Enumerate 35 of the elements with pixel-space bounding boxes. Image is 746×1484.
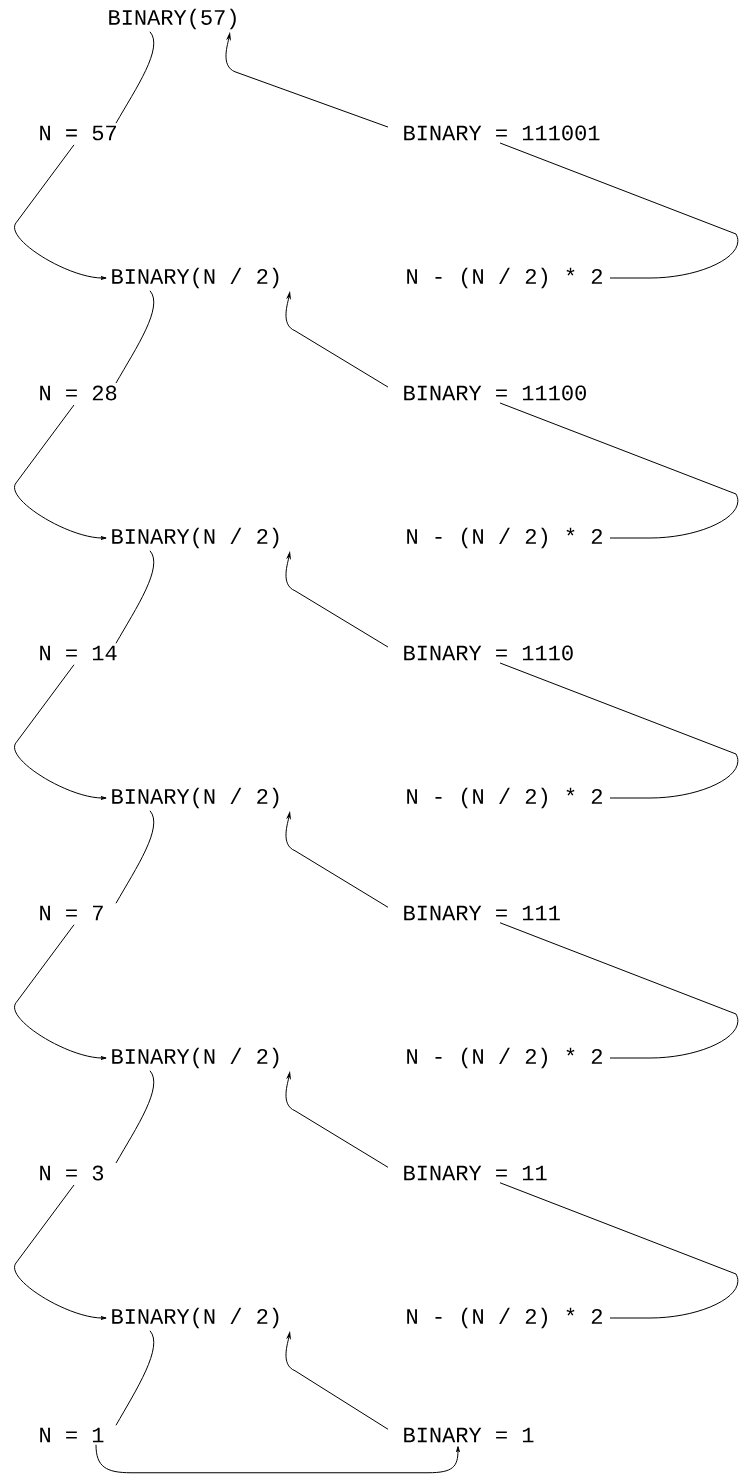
assignment: N = 57	[40, 125, 116, 141]
arrow	[14, 1184, 107, 1320]
assignment: N = 1	[40, 1427, 104, 1443]
remainder-expression: N - (N / 2) * 2	[407, 267, 602, 289]
result-assignment: BINARY = 11	[404, 1165, 547, 1181]
function-call: BINARY(N / 2)	[112, 1047, 279, 1069]
arrow	[285, 1332, 389, 1430]
result-assignment: BINARY = 111	[404, 905, 560, 921]
remainder-expression: N - (N / 2) * 2	[407, 1307, 602, 1329]
arrow	[225, 33, 389, 128]
arrow	[14, 404, 107, 540]
arrow	[14, 924, 107, 1060]
remainder-expression: N - (N / 2) * 2	[407, 1047, 602, 1069]
assignment: N = 7	[40, 905, 103, 921]
assignment: N = 14	[40, 645, 117, 661]
function-call: BINARY(N / 2)	[112, 787, 279, 809]
remainder-expression: N - (N / 2) * 2	[407, 527, 602, 549]
assignment: N = 28	[40, 385, 117, 401]
arrow	[285, 812, 389, 908]
function-call: BINARY(N / 2)	[112, 267, 279, 289]
arrow	[285, 1072, 389, 1168]
result-assignment: BINARY = 11100	[404, 385, 586, 401]
result-assignment: BINARY = 1110	[404, 645, 573, 661]
arrow	[285, 552, 389, 648]
result-assignment: BINARY = 1	[404, 1427, 534, 1443]
remainder-expression: N - (N / 2) * 2	[407, 787, 602, 809]
function-call: BINARY(N / 2)	[112, 527, 279, 549]
arrow	[285, 292, 389, 388]
result-assignment: BINARY = 111001	[404, 125, 600, 141]
arrow	[95, 1444, 460, 1474]
assignment: N = 3	[40, 1165, 104, 1181]
arrow	[14, 144, 107, 280]
function-call: BINARY(57)	[109, 8, 236, 30]
function-call: BINARY(N / 2)	[112, 1307, 279, 1329]
arrow	[14, 664, 107, 800]
